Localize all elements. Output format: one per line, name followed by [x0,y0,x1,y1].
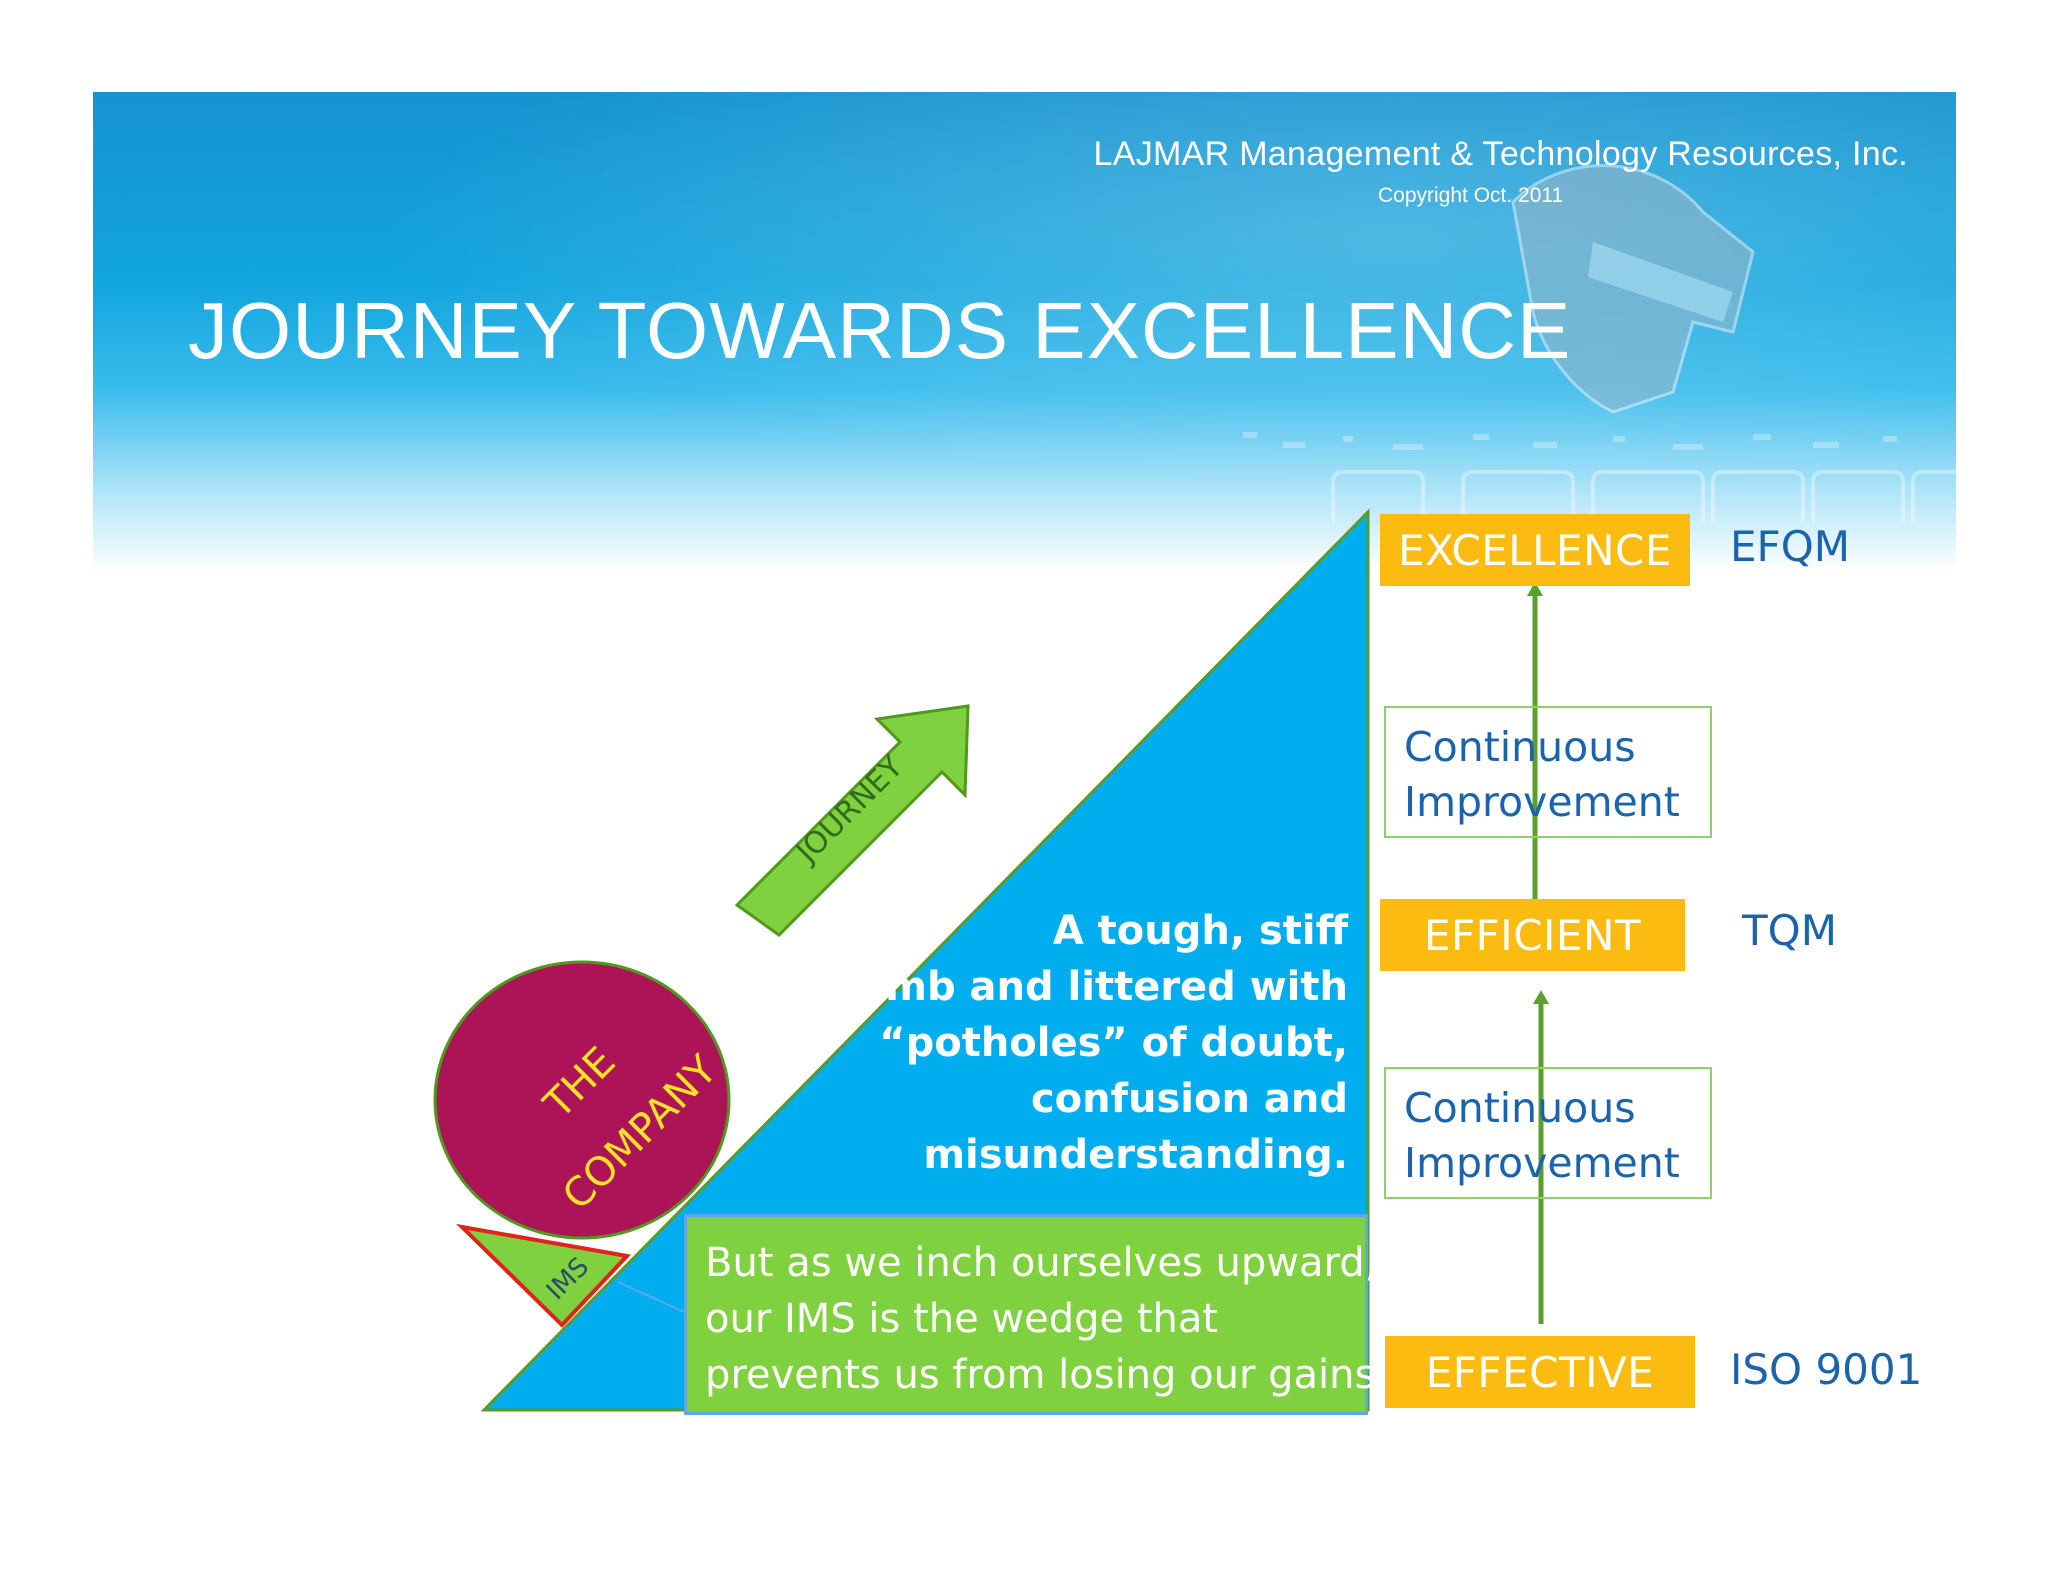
wedge-callout-line [617,1281,685,1313]
standard-iso-9001: ISO 9001 [1730,1345,1923,1394]
climb-line-3: “potholes” of doubt, [879,1020,1348,1066]
standard-efqm: EFQM [1730,522,1850,571]
wrench-icon [1511,164,1755,414]
arrow-head-upper [1527,582,1543,596]
climb-line-4: confusion and [1030,1076,1348,1122]
page-title: JOURNEY TOWARDS EXCELLENCE [188,286,1572,375]
ci-lower-line-2: Improvement [1404,1139,1680,1187]
continuous-improvement-lower: Continuous Improvement [1384,1067,1712,1199]
circuit-pattern [1243,164,1956,522]
climb-line-1: A tough, stiff [1052,908,1348,954]
company-name: LAJMAR Management & Technology Resources… [1093,135,1908,173]
journey-arrow [734,704,970,937]
climb-line-5: misunderstanding. [923,1132,1348,1178]
wedge-description: But as we inch ourselves upward, our IMS… [684,1214,1389,1415]
ci-upper-line-1: Continuous [1404,723,1636,771]
ims-wedge [455,1223,631,1328]
header-banner [93,92,1956,572]
stage-excellence: EXCELLENCE [1380,514,1690,586]
climb-description: A tough, stiff climb and littered with “… [828,903,1348,1183]
stage-effective: EFFECTIVE [1385,1336,1695,1408]
continuous-improvement-upper: Continuous Improvement [1384,706,1712,838]
wedge-line-1: But as we inch ourselves upward, [705,1240,1378,1286]
ci-lower-line-1: Continuous [1404,1084,1636,1132]
wedge-line-3: prevents us from losing our gains. [705,1352,1389,1398]
stage-efficient: EFFICIENT [1380,899,1685,971]
copyright-notice: Copyright Oct. 2011 [1378,184,1564,207]
climb-line-2: climb and littered with [834,964,1348,1010]
ci-upper-line-2: Improvement [1404,778,1680,826]
company-circle [433,960,731,1240]
standard-tqm: TQM [1742,906,1837,955]
arrow-head-lower [1533,990,1549,1004]
wedge-line-2: our IMS is the wedge that [705,1296,1219,1342]
